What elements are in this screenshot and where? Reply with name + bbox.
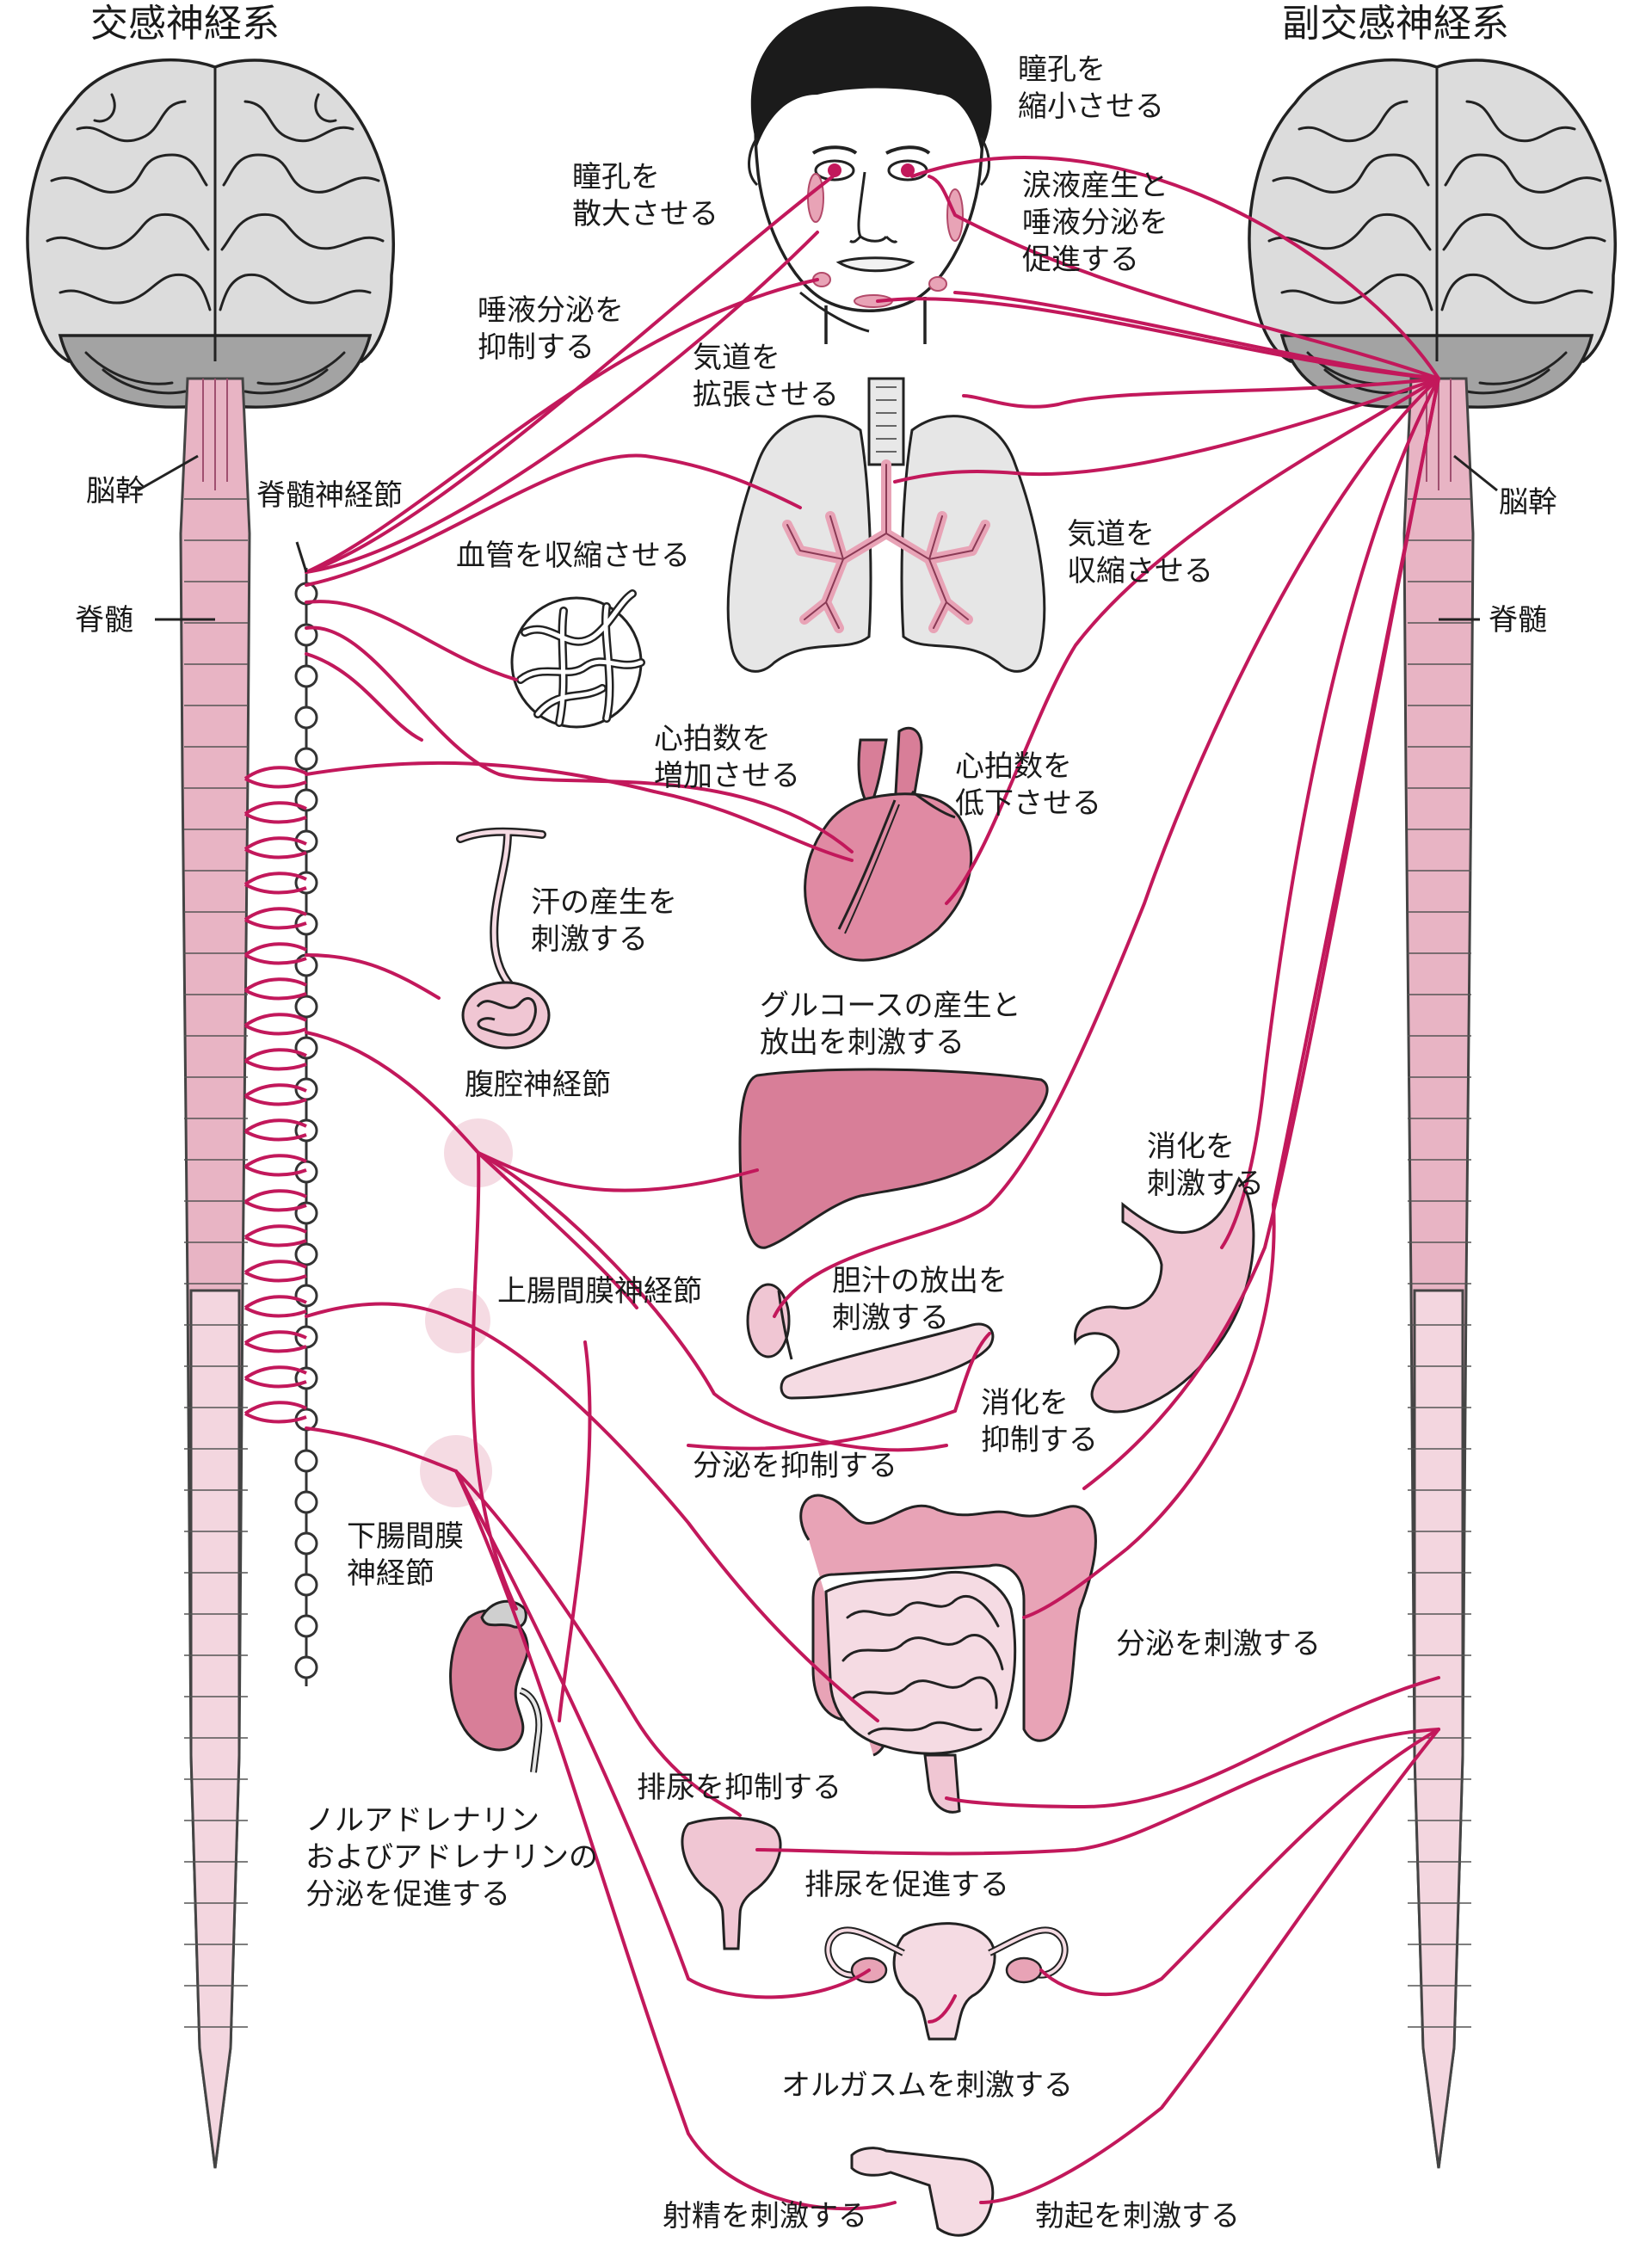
rami-communicantes — [243, 836, 307, 859]
stomach — [1074, 1176, 1255, 1414]
label-inhibit-urination: 排尿を抑制する — [637, 1771, 841, 1805]
label-inhibit-secretion: 分泌を抑制する — [693, 1449, 897, 1483]
chain-ganglion — [294, 1490, 318, 1514]
rami-communicantes — [243, 1401, 307, 1424]
rami-communicantes — [243, 1295, 307, 1318]
chain-ganglion — [294, 995, 318, 1019]
left-brain — [26, 58, 395, 409]
title-parasympathetic: 副交感神経系 — [1282, 2, 1509, 46]
rami-communicantes — [243, 1260, 307, 1283]
label-tears-saliva: 涙液産生と 唾液分泌を 促進する — [1022, 169, 1168, 277]
label-brainstem-right: 脳幹 — [1499, 485, 1557, 520]
label-constrict-pupil: 瞳孔を 縮小させる — [1018, 52, 1164, 124]
label-superior-mesenteric-ganglion: 上腸間膜神経節 — [497, 1274, 702, 1309]
liver — [738, 1068, 1049, 1249]
nerve-fibers — [305, 156, 1440, 2211]
rami-communicantes — [243, 1048, 307, 1071]
chain-ganglion — [294, 623, 318, 647]
label-inhibit-saliva: 唾液分泌を 抑制する — [478, 293, 624, 365]
label-inhibit-digestion: 消化を 抑制する — [981, 1386, 1098, 1457]
right-spinal-cord — [1402, 377, 1475, 2169]
heart — [804, 726, 973, 962]
chain-ganglion — [294, 705, 318, 730]
label-spinal-cord-left: 脊髄 — [75, 603, 133, 638]
rami-communicantes — [243, 977, 307, 1001]
label-adrenal-secretion: ノルアドレナリン およびアドレナリンの 分泌を促進する — [305, 1803, 598, 1912]
uterus — [824, 1922, 1069, 2041]
rami-communicantes — [243, 1330, 307, 1353]
penis — [850, 2147, 995, 2237]
label-stimulate-sweat: 汗の産生を 刺激する — [531, 885, 677, 957]
chain-ganglion — [294, 1573, 318, 1597]
sympathetic-chain — [243, 568, 318, 1686]
face — [748, 6, 992, 344]
rami-communicantes — [243, 907, 307, 930]
rami-communicantes — [243, 1365, 307, 1389]
intestines — [799, 1494, 1097, 1814]
lungs — [726, 377, 1046, 673]
kidney-adrenal — [449, 1599, 543, 1773]
rami-communicantes — [243, 1083, 307, 1106]
rami-communicantes — [243, 872, 307, 895]
chain-ganglion — [294, 953, 318, 977]
leader-lines — [137, 454, 1498, 621]
label-stimulate-ejaculation: 射精を刺激する — [663, 2199, 867, 2233]
sweat-gland — [456, 827, 551, 1050]
label-promote-urination: 排尿を促進する — [804, 1868, 1009, 1902]
rami-communicantes — [243, 1154, 307, 1177]
gallbladder-pancreas — [746, 1283, 995, 1400]
rami-communicantes — [243, 766, 307, 789]
chain-ganglion — [294, 1531, 318, 1556]
label-brainstem-left: 脳幹 — [86, 474, 145, 508]
chain-ganglion — [294, 1284, 318, 1308]
label-constrict-vessels: 血管を収縮させる — [456, 539, 690, 573]
chain-ganglion — [294, 1242, 318, 1266]
label-bile-release: 胆汁の放出を 刺激する — [832, 1264, 1008, 1335]
title-sympathetic: 交感神経系 — [90, 2, 280, 46]
label-dilate-pupil: 瞳孔を 散大させる — [572, 160, 718, 231]
label-spinal-cord-right: 脊髄 — [1489, 603, 1547, 638]
label-sympathetic-chain: 脊髄神経節 — [256, 478, 403, 513]
rami-communicantes — [243, 1013, 307, 1036]
left-spinal-cord — [179, 377, 251, 2169]
rami-communicantes — [243, 1189, 307, 1212]
rami-communicantes — [243, 942, 307, 965]
chain-ganglion — [294, 747, 318, 771]
label-dilate-airways: 気道を 拡張させる — [693, 341, 839, 412]
label-inferior-mesenteric-ganglion: 下腸間膜 神経節 — [347, 1519, 464, 1591]
bladder — [681, 1816, 782, 1950]
rami-communicantes — [243, 801, 307, 824]
chain-ganglion — [294, 1655, 318, 1679]
label-constrict-airways: 気道を 収縮させる — [1067, 517, 1213, 588]
label-stimulate-digestion: 消化を 刺激する — [1147, 1130, 1264, 1201]
chain-ganglion — [294, 1614, 318, 1638]
label-stimulate-erection: 勃起を刺激する — [1035, 2199, 1240, 2233]
label-decrease-heart-rate: 心拍数を 低下させる — [955, 749, 1101, 821]
chain-ganglion — [294, 664, 318, 688]
label-stimulate-orgasm: オルガスムを刺激する — [781, 2068, 1073, 2103]
rami-communicantes — [243, 1118, 307, 1142]
rami-communicantes — [243, 1224, 307, 1248]
label-increase-heart-rate: 心拍数を 増加させる — [654, 722, 800, 793]
label-glucose-release: グルコースの産生と 放出を刺激する — [760, 989, 1021, 1060]
blood-vessel — [510, 589, 645, 729]
label-stimulate-secretion: 分泌を刺激する — [1116, 1627, 1321, 1661]
chain-ganglion — [294, 1449, 318, 1473]
label-celiac-ganglion: 腹腔神経節 — [465, 1068, 611, 1102]
